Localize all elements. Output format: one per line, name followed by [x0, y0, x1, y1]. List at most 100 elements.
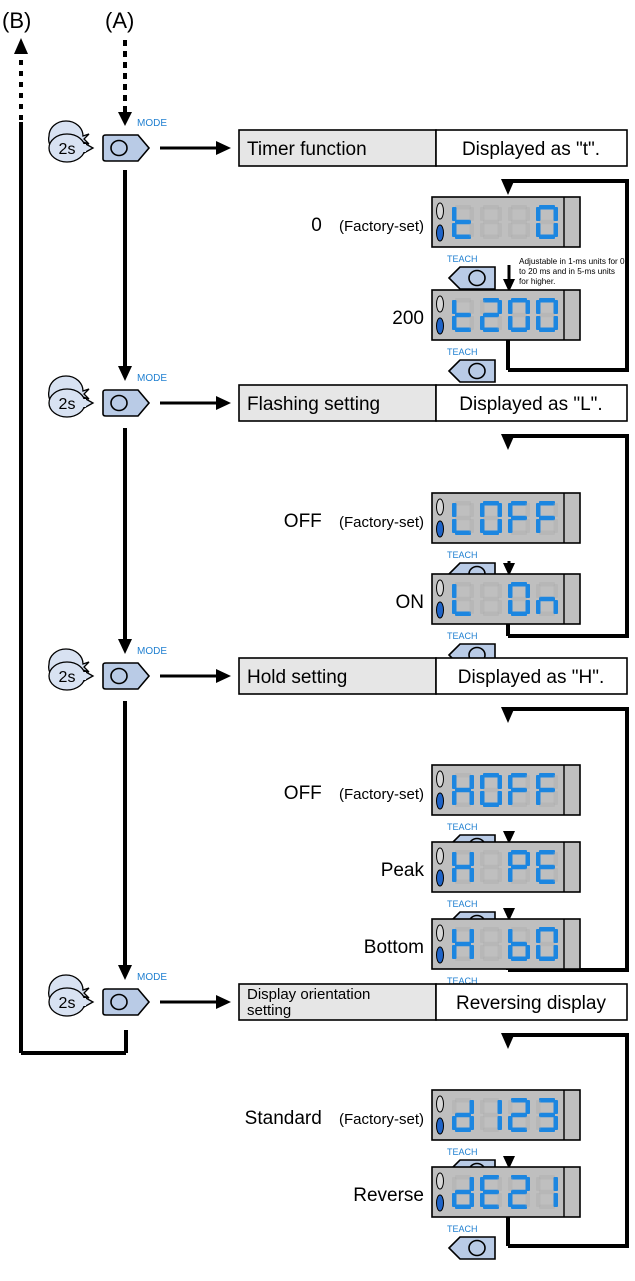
- led-off-icon: [436, 924, 444, 942]
- segment: [455, 927, 471, 932]
- seven-seg-digit: [452, 501, 474, 535]
- teach-button[interactable]: TEACH: [447, 347, 496, 383]
- segment: [480, 1116, 485, 1130]
- segment: [553, 1193, 558, 1207]
- segment: [497, 1100, 502, 1114]
- lcd-frame: [431, 841, 581, 893]
- lcd-frame: [431, 764, 581, 816]
- segment: [455, 530, 471, 535]
- segment: [508, 1116, 513, 1130]
- segment: [539, 515, 555, 521]
- segment: [539, 1204, 555, 1209]
- segment: [452, 868, 457, 882]
- lcd-frame: [431, 289, 581, 341]
- segment: [483, 515, 499, 521]
- display-code: Displayed as "L".: [459, 394, 602, 415]
- seven-seg-digit: [480, 850, 502, 884]
- segment: [553, 600, 558, 614]
- segment: [452, 852, 457, 866]
- segment: [497, 503, 502, 517]
- mode-button[interactable]: [102, 662, 151, 690]
- key-circle: [110, 667, 128, 685]
- segment: [483, 312, 499, 318]
- segment: [480, 1177, 485, 1191]
- mode-flow-line: [118, 170, 132, 980]
- lcd-display: [431, 1089, 581, 1141]
- segment: [511, 515, 527, 521]
- led-off-icon: [436, 498, 444, 516]
- segment: [553, 503, 558, 517]
- segment: [497, 519, 502, 533]
- segment: [525, 791, 530, 805]
- segment: [553, 775, 558, 789]
- segment: [483, 879, 499, 884]
- segment: [452, 207, 457, 221]
- segment: [480, 223, 485, 237]
- segment: [525, 519, 530, 533]
- mode-button[interactable]: [102, 134, 151, 162]
- seven-seg-digit: [452, 927, 474, 961]
- seven-seg-digit: [452, 1175, 474, 1209]
- segment: [469, 868, 474, 882]
- segment: [553, 1100, 558, 1114]
- segment: [553, 929, 558, 943]
- segment: [469, 600, 474, 614]
- adjust-note: for higher.: [519, 277, 555, 286]
- segment: [455, 1098, 471, 1103]
- display-code: Displayed as "t".: [462, 139, 600, 160]
- segment: [469, 207, 474, 221]
- segment: [452, 1177, 457, 1191]
- segment: [497, 1193, 502, 1207]
- mode-button[interactable]: [102, 988, 151, 1016]
- teach-label: TEACH: [447, 899, 478, 909]
- segment: [497, 316, 502, 330]
- segment: [455, 596, 471, 602]
- segment: [553, 584, 558, 598]
- seven-seg-digit: [480, 582, 502, 616]
- segment: [508, 868, 513, 882]
- segment: [511, 298, 527, 303]
- segment: [455, 219, 471, 225]
- option-label: Peak: [381, 860, 425, 881]
- arrow-head: [216, 669, 231, 683]
- segment: [483, 850, 499, 855]
- next-option-arrow: [503, 265, 515, 292]
- to-function-arrow: [160, 396, 231, 410]
- lcd-frame: [431, 918, 581, 970]
- segment: [539, 530, 555, 535]
- segment: [480, 945, 485, 959]
- teach-circle: [468, 362, 486, 380]
- label-b: (B): [2, 8, 31, 33]
- loop-line: [508, 179, 629, 372]
- seven-seg-digit: [452, 582, 474, 616]
- segment: [539, 611, 555, 616]
- segment: [483, 219, 499, 225]
- segment: [539, 1175, 555, 1180]
- teach-button[interactable]: TEACH: [447, 1224, 496, 1260]
- segment: [539, 879, 555, 884]
- segment: [511, 850, 527, 855]
- segment: [508, 519, 513, 533]
- mode-button[interactable]: [102, 389, 151, 417]
- segment: [553, 207, 558, 221]
- segment: [483, 1175, 499, 1180]
- teach-button[interactable]: TEACH: [447, 254, 496, 290]
- loop-head: [501, 707, 515, 723]
- segment: [525, 223, 530, 237]
- segment: [480, 503, 485, 517]
- led-off-icon: [436, 202, 444, 220]
- segment: [452, 503, 457, 517]
- segment: [511, 530, 527, 535]
- segment: [483, 596, 499, 602]
- seven-seg-digit: [508, 501, 530, 535]
- segment: [525, 1116, 530, 1130]
- segment: [511, 1127, 527, 1132]
- led-on-icon: [436, 1117, 444, 1135]
- segment: [536, 519, 541, 533]
- option-label: OFF: [284, 511, 322, 532]
- segment: [539, 927, 555, 932]
- option-factory-note: (Factory-set): [339, 514, 424, 531]
